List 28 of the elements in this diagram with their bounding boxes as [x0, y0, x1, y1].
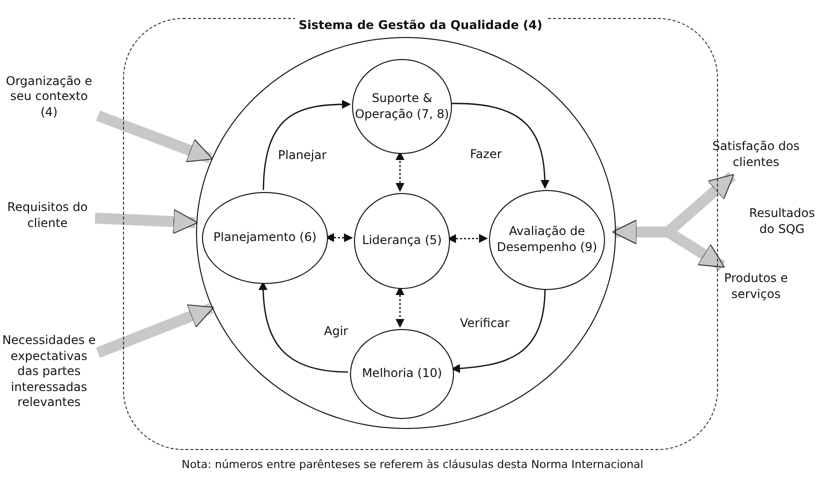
block-arrow — [96, 302, 214, 358]
input-output-label: Produtos e serviços — [723, 271, 789, 303]
input-output-label: Satisfação dos clientes — [711, 139, 801, 171]
node-label: Suporte & Operação (7, 8) — [354, 90, 450, 122]
cycle-arrow — [262, 100, 351, 190]
edge-label: Verificar — [458, 316, 512, 330]
caption-text: Nota: números entre parênteses se referem às cláusulas desta Norma Internacional — [180, 458, 644, 472]
block-arrow — [96, 110, 214, 164]
edge-label: Agir — [322, 324, 350, 338]
dotted-arrow — [396, 286, 404, 328]
cycle-arrow — [258, 281, 348, 373]
block-arrow — [612, 220, 726, 271]
input-output-label: Requisitos do cliente — [6, 200, 89, 232]
cycle-arrow — [451, 288, 546, 373]
node-label: Avaliação de Desempenho (9) — [496, 224, 598, 256]
output-label: Resultados do SQG — [748, 206, 816, 238]
node-label: Liderança (5) — [362, 233, 442, 249]
node-label: Planejamento (6) — [213, 230, 317, 246]
edge-label: Planejar — [276, 148, 329, 162]
cycle-arrow — [450, 102, 550, 189]
input-output-label: Necessidades e expectativas das partes interessadas relevantes — [1, 333, 97, 411]
cycle-ellipse — [196, 37, 616, 429]
node-label: Melhoria (10) — [362, 366, 442, 382]
dotted-arrow — [396, 151, 404, 192]
block-arrow — [94, 209, 198, 234]
edge-label: Fazer — [468, 147, 504, 161]
group-title: Sistema de Gestão da Qualidade (4) — [294, 18, 546, 34]
input-output-label: Organização e seu contexto (4) — [4, 74, 94, 120]
